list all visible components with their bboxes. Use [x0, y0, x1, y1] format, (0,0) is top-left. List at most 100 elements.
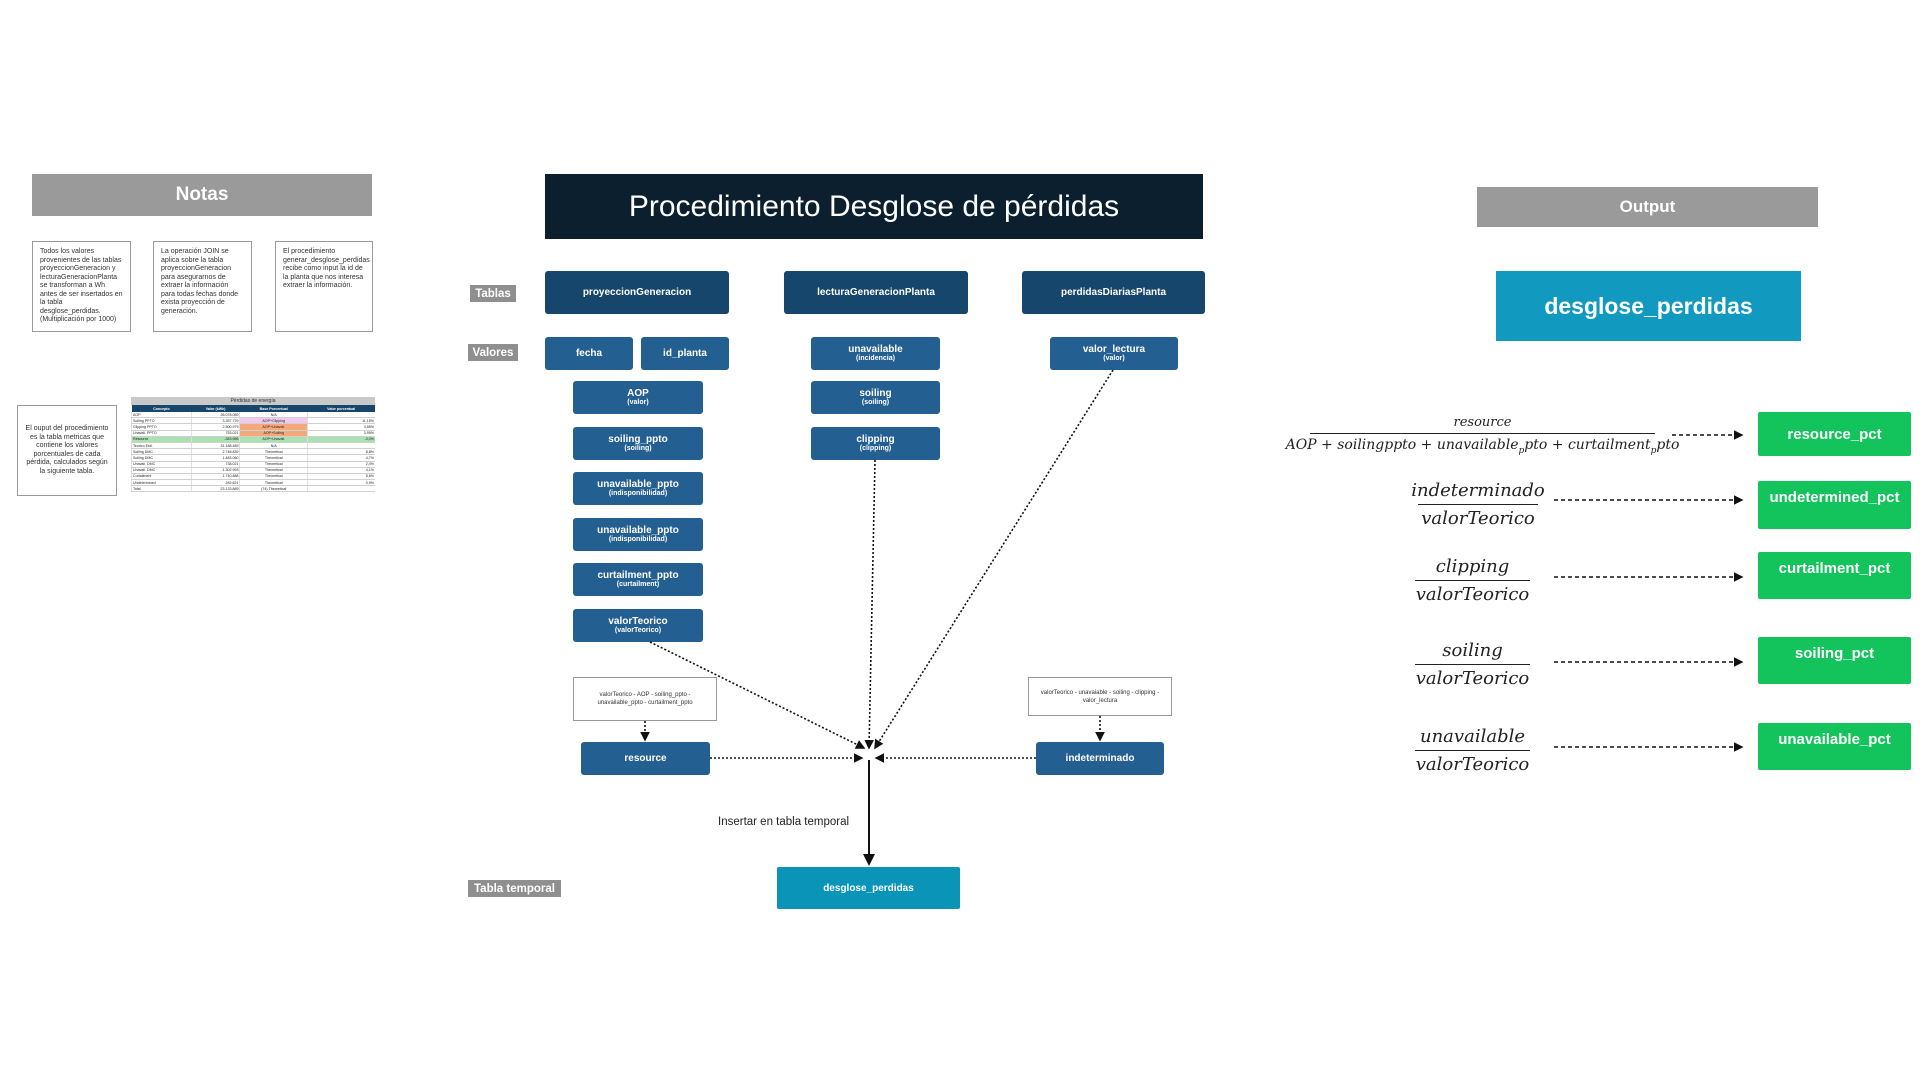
fraction-bar	[1415, 664, 1530, 665]
table-cell: Theoretical	[239, 473, 308, 481]
table-proyeccion-generacion: proyeccionGeneracion	[545, 271, 729, 314]
table-cell: Soiling DMC	[131, 448, 192, 456]
table-cell: AOP+Soiling	[239, 430, 308, 437]
value-label: clipping	[856, 434, 895, 445]
note-output: El ouput del procedimiento es la tabla m…	[17, 405, 117, 496]
table-cell	[306, 485, 375, 493]
table-cell	[306, 412, 375, 419]
value-soiling-ppto: soiling_ppto (soiling)	[573, 427, 703, 460]
output-table-desglose-perdidas: desglose_perdidas	[1496, 271, 1801, 341]
table-cell: Unavail. PPTO	[131, 430, 192, 437]
table-cell: Unavail. DMC	[131, 461, 192, 468]
fraction-numerator: unavailable	[1420, 726, 1525, 747]
table-cell: 11,15%	[306, 417, 375, 425]
fraction-numerator: soiling	[1442, 640, 1503, 661]
resource-node: resource	[581, 742, 710, 775]
table-cell: 0,9%	[306, 479, 375, 487]
value-fecha: fecha	[545, 337, 633, 370]
value-valor-teorico: valorTeorico (valorTeorico)	[573, 609, 703, 642]
den-part: pto + curtailment	[1524, 437, 1651, 453]
value-soiling: soiling (soiling)	[811, 381, 940, 414]
value-curtailment-ppto: curtailment_ppto (curtailment)	[573, 563, 703, 596]
value-sublabel: (curtailment)	[616, 581, 660, 588]
table-cell: 2,4%	[306, 461, 375, 468]
value-sublabel: (indisponibilidad)	[608, 490, 668, 497]
table-cell: N/A	[239, 442, 308, 450]
value-valor-lectura: valor_lectura (valor)	[1050, 337, 1178, 370]
value-sublabel: (valorTeorico)	[614, 627, 662, 634]
table-cell: 738.021	[190, 461, 240, 468]
table-cell: 2.748.839	[190, 448, 240, 456]
fraction-numerator: resource	[1453, 415, 1512, 430]
table-cell: AOP+Unavail.	[239, 423, 308, 431]
table-cell: AOP	[131, 412, 192, 419]
value-label: unavailable_ppto	[597, 479, 679, 490]
table-cell: N/A	[239, 412, 308, 419]
fraction-denominator: valorTeorico	[1415, 668, 1530, 689]
value-label: valorTeorico	[608, 616, 668, 627]
result-unavailable-pct: unavailable_pct	[1758, 723, 1911, 770]
fraction-numerator: indeterminado	[1411, 480, 1545, 501]
table-perdidas-diarias-planta: perdidasDiariasPlanta	[1022, 271, 1205, 314]
table-cell	[306, 442, 375, 450]
energy-table-header: Concepto	[131, 405, 192, 412]
value-sublabel: (indisponibilidad)	[608, 536, 668, 543]
table-cell: 8,8%	[306, 448, 375, 456]
fraction-bar	[1415, 750, 1530, 751]
table-cell: Curtailment	[131, 473, 192, 481]
den-part: AOP + soilingppto + unavailable	[1285, 437, 1519, 453]
den-part: pto	[1656, 437, 1680, 453]
table-cell: Resource	[131, 436, 192, 443]
table-cell: Theoretical	[239, 454, 308, 462]
table-cell: Soiling DMC	[131, 454, 192, 462]
value-sublabel: (valor)	[1103, 355, 1125, 362]
value-aop: AOP (valor)	[573, 381, 703, 414]
energy-loss-table-title: Pérdidas de energía	[131, 397, 375, 405]
result-resource-pct: resource_pct	[1758, 412, 1911, 456]
main-title: Procedimiento Desglose de pérdidas	[545, 174, 1203, 239]
table-cell: Teorico Esti.	[131, 442, 192, 450]
table-cell: Theoretical	[239, 448, 308, 456]
value-fecha-label: fecha	[575, 348, 603, 359]
result-soiling-pct: soiling_pct	[1758, 637, 1911, 684]
table-cell: AOP+Unavail.	[239, 436, 308, 443]
table-cell: 1.740.888	[190, 473, 240, 481]
fraction-indeterminado: indeterminado valorTeorico	[1411, 480, 1545, 529]
value-label: unavailable	[848, 344, 903, 355]
table-cell: AOP+Clipping	[239, 417, 308, 425]
value-sublabel: (clipping)	[859, 445, 892, 452]
temp-table-desglose-perdidas: desglose_perdidas	[777, 867, 960, 909]
fraction-soiling: soiling valorTeorico	[1415, 640, 1530, 689]
result-undetermined-pct: undetermined_pct	[1758, 481, 1911, 529]
note-input: El procedimiento generar_desglose_perdid…	[275, 241, 373, 332]
den-sub: p	[1650, 445, 1657, 456]
table-cell: 1.483.060	[190, 454, 240, 462]
table-cell: 5,6%	[306, 473, 375, 481]
value-label: unavailable_ppto	[597, 525, 679, 536]
output-header: Output	[1477, 187, 1818, 227]
table-cell: 4,55%	[306, 423, 375, 431]
fraction-denominator: valorTeorico	[1415, 754, 1530, 775]
table-cell: (74) Theoretical	[239, 485, 308, 493]
indeterminado-node-label: indeterminado	[1065, 753, 1135, 764]
table-cell: 753.021	[190, 430, 240, 437]
energy-table-header: Valor (kWh)	[191, 405, 240, 412]
table-cell: 1.302.993	[190, 467, 240, 474]
formula-indeterminado: valorTeorico - unavaiable - soiling - cl…	[1028, 677, 1172, 716]
tag-tablas: Tablas	[470, 285, 516, 302]
value-clipping: clipping (clipping)	[811, 427, 940, 460]
resource-node-label: resource	[624, 753, 667, 764]
value-unavailable-ppto-2: unavailable_ppto (indisponibilidad)	[573, 518, 703, 551]
fraction-denominator: valorTeorico	[1415, 584, 1530, 605]
insert-label: Insertar en tabla temporal	[718, 816, 850, 828]
value-sublabel: (valor)	[627, 399, 649, 406]
table-cell: 2.500.979	[190, 423, 240, 431]
